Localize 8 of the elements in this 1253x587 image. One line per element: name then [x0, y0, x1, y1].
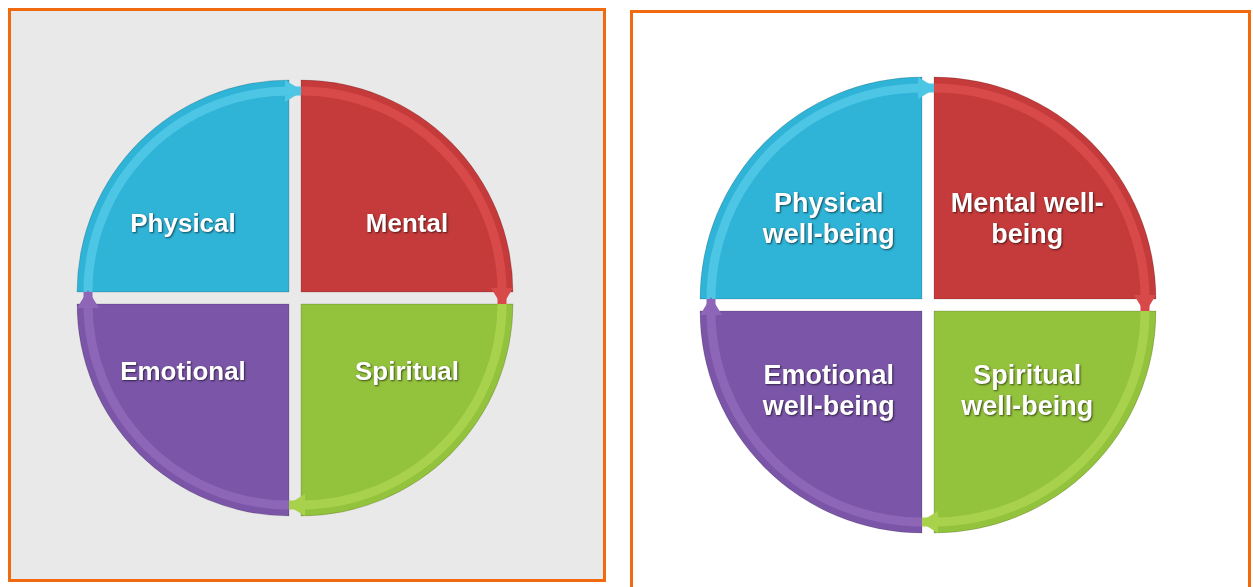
- segment-label: Physical well-being: [761, 188, 896, 251]
- segment-label: Spiritual well-being: [960, 359, 1095, 422]
- segment-label: Physical: [129, 209, 237, 240]
- segment-label: Mental: [364, 209, 450, 240]
- segment-label: Emotional well-being: [761, 359, 896, 422]
- segment-label: Mental well-being: [949, 188, 1105, 251]
- segment-label: Spiritual: [354, 356, 460, 387]
- segment-label: Emotional: [119, 356, 247, 387]
